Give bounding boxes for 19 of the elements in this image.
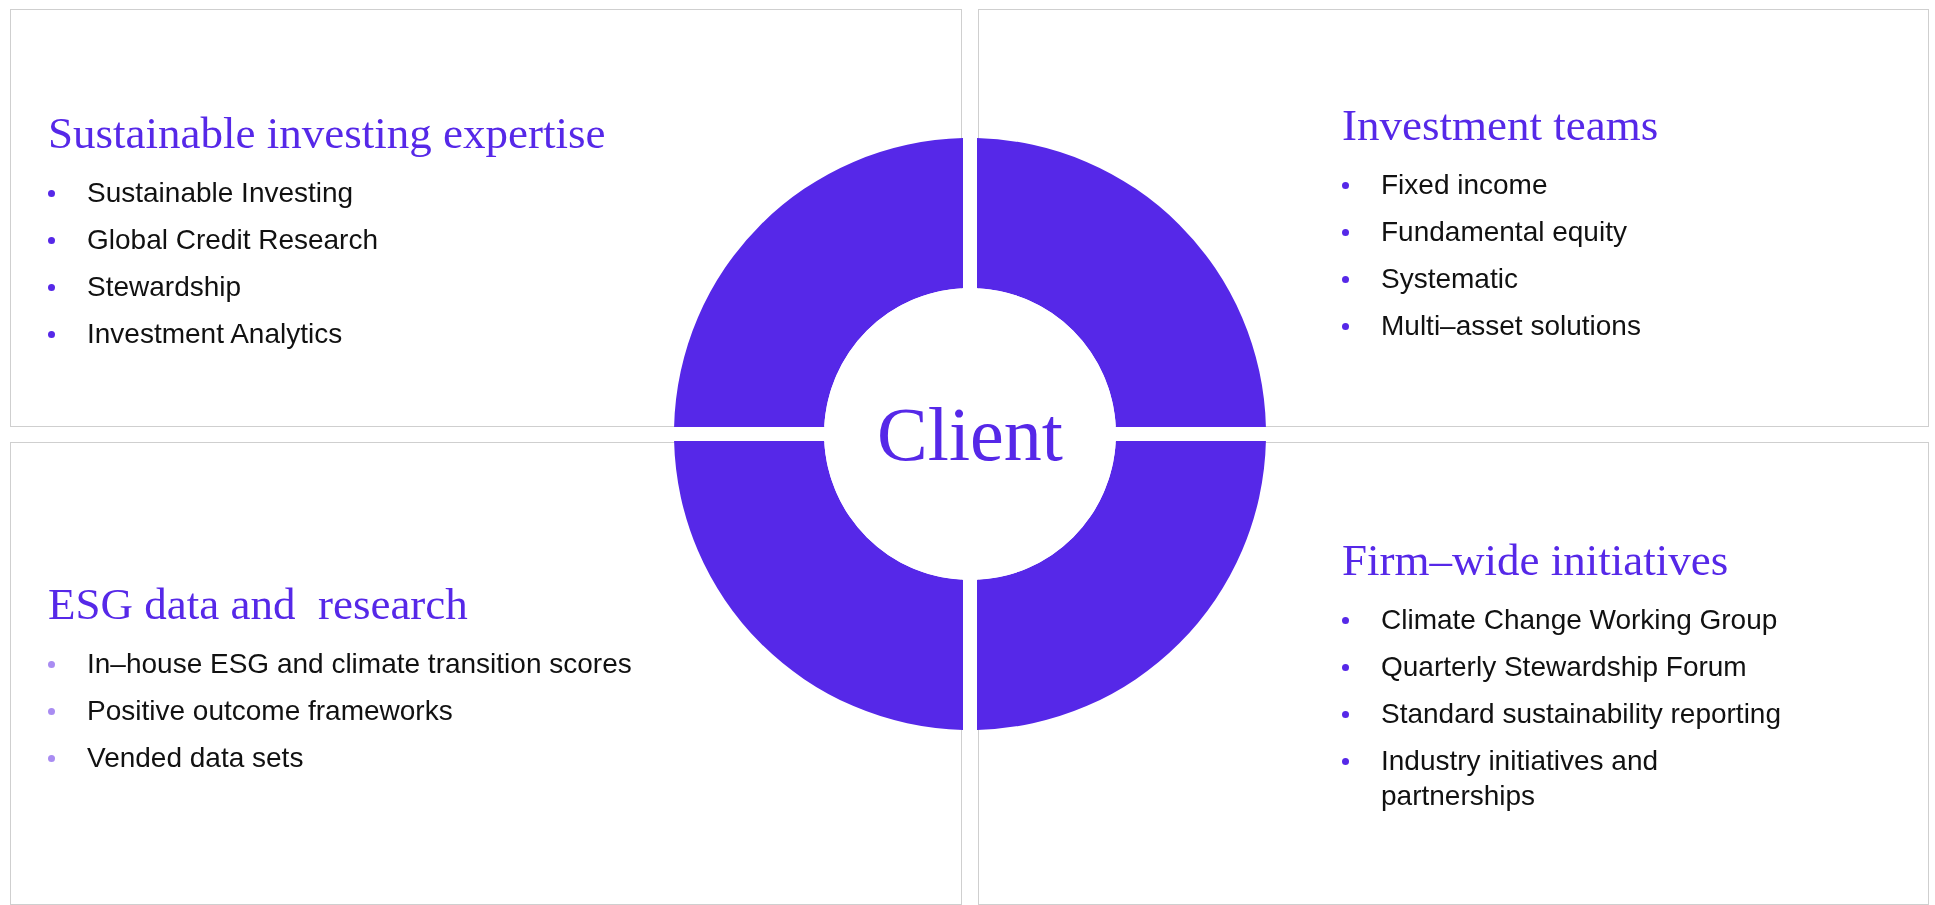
bullet-item: Positive outcome frameworks <box>48 693 632 728</box>
bullet-item: Climate Change Working Group <box>1342 602 1781 637</box>
section-heading: ESG data and research <box>48 580 468 630</box>
bullet-item: In–house ESG and climate transition scores <box>48 646 632 681</box>
section-heading: Firm–wide initiatives <box>1342 536 1729 586</box>
bullet-item: Multi–asset solutions <box>1342 308 1641 343</box>
bullet-item: Fundamental equity <box>1342 214 1641 249</box>
bullet-item: Industry initiatives and partnerships <box>1342 743 1781 813</box>
bullet-item: Systematic <box>1342 261 1641 296</box>
bullet-item: Stewardship <box>48 269 379 304</box>
bullet-item: Standard sustainability reporting <box>1342 696 1781 731</box>
bullet-item: Global Credit Research <box>48 222 379 257</box>
section-heading: Investment teams <box>1342 101 1659 151</box>
bullet-item: Sustainable Investing <box>48 175 379 210</box>
bullet-item: Vended data sets <box>48 740 632 775</box>
bullet-item: Quarterly Stewardship Forum <box>1342 649 1781 684</box>
bullet-item: Fixed income <box>1342 167 1641 202</box>
bullet-item: Investment Analytics <box>48 316 379 351</box>
section-heading: Sustainable investing expertise <box>48 109 606 159</box>
